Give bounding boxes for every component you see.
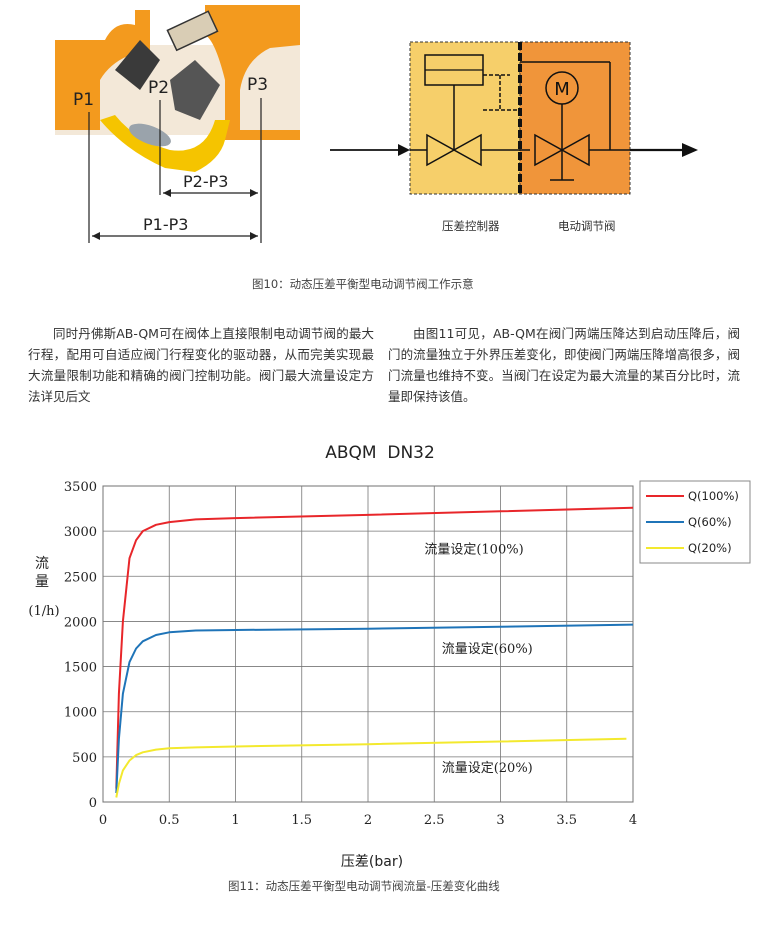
annotation-label: 流量设定(20%) bbox=[442, 761, 533, 776]
flow-pressure-chart: ABQM DN32 0 0.5 1 1.5 2 2.5 3 3.5 4 0 500 1000 1500 2… bbox=[28, 443, 751, 870]
y-tick-label: 3500 bbox=[64, 480, 97, 495]
label-p1p3: P1-P3 bbox=[143, 215, 188, 234]
y-tick-label: 3000 bbox=[64, 525, 97, 540]
label-p2p3: P2-P3 bbox=[183, 172, 228, 191]
left-paragraph-text: 同时丹佛斯AB-QM可在阀体上直接限制电动调节阀的最大行程，配用可自适应阀门行程… bbox=[28, 326, 374, 404]
label-p1: P1 bbox=[73, 90, 94, 110]
y-axis-label-2: 量 bbox=[35, 574, 49, 590]
x-tick-label: 3.5 bbox=[556, 813, 577, 828]
schematic-label-left: 压差控制器 bbox=[442, 219, 500, 233]
schematic-left-box bbox=[409, 41, 521, 195]
legend-label: Q(100%) bbox=[688, 489, 739, 503]
valve-spindle bbox=[166, 10, 219, 52]
valve-body-bottom bbox=[100, 115, 230, 172]
annotation-label: 流量设定(100%) bbox=[424, 543, 523, 558]
chart-title: ABQM DN32 bbox=[325, 443, 435, 463]
series-line-1 bbox=[115, 623, 634, 794]
x-tick-label: 0 bbox=[99, 813, 107, 828]
legend-label: Q(60%) bbox=[688, 515, 732, 529]
annotation-label: 流量设定(60%) bbox=[442, 642, 533, 657]
x-tick-label: 0.5 bbox=[159, 813, 180, 828]
y-tick-label: 2500 bbox=[64, 570, 97, 585]
x-tick-label: 3 bbox=[496, 813, 504, 828]
y-tick-label: 2000 bbox=[64, 615, 97, 630]
left-paragraph: 同时丹佛斯AB-QM可在阀体上直接限制电动调节阀的最大行程，配用可自适应阀门行程… bbox=[28, 323, 374, 407]
right-paragraph-text: 由图11可见，AB-QM在阀门两端压降达到启动压降后，阀门的流量独立于外界压差变… bbox=[388, 326, 740, 404]
y-tick-label: 0 bbox=[89, 796, 97, 811]
y-tick-label: 1500 bbox=[64, 661, 97, 676]
figure10-caption: 图10：动态压差平衡型电动调节阀工作示意 bbox=[252, 277, 474, 291]
legend-label: Q(20%) bbox=[688, 541, 732, 555]
series-line-0 bbox=[115, 506, 634, 789]
valve-illustration: P1 P2 P3 P2-P3 P1-P3 bbox=[55, 5, 300, 243]
y-tick-label: 500 bbox=[72, 751, 97, 766]
x-tick-label: 4 bbox=[629, 813, 637, 828]
figure11-caption: 图11：动态压差平衡型电动调节阀流量-压差变化曲线 bbox=[228, 879, 500, 893]
valve-body-right bbox=[205, 5, 300, 140]
label-p3: P3 bbox=[247, 75, 268, 95]
valve-insert-left bbox=[115, 40, 160, 90]
x-tick-label: 1.5 bbox=[291, 813, 312, 828]
x-tick-label: 2 bbox=[364, 813, 372, 828]
y-axis-unit: (1/h) bbox=[28, 604, 59, 619]
label-p2: P2 bbox=[148, 78, 169, 98]
valve-insert-center bbox=[170, 60, 220, 120]
valve-body-left bbox=[55, 10, 150, 130]
schematic-right-box bbox=[519, 41, 631, 195]
y-tick-label: 1000 bbox=[64, 706, 97, 721]
schematic-label-right: 电动调节阀 bbox=[558, 219, 616, 233]
y-axis-label-1: 流 bbox=[35, 556, 49, 572]
control-schematic: M 压差控制器 电动调节阀 bbox=[330, 41, 698, 233]
x-tick-label: 1 bbox=[231, 813, 239, 828]
motor-label: M bbox=[554, 79, 570, 100]
right-paragraph: 由图11可见，AB-QM在阀门两端压降达到启动压降后，阀门的流量独立于外界压差变… bbox=[388, 323, 740, 407]
series-line-2 bbox=[115, 737, 627, 798]
x-tick-label: 2.5 bbox=[424, 813, 445, 828]
x-axis-label: 压差(bar) bbox=[341, 854, 403, 870]
